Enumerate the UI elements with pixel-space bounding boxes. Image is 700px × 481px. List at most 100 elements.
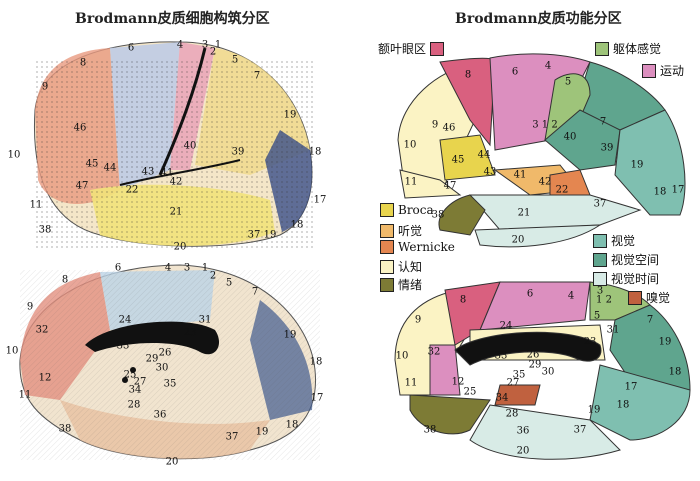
legend-swatch <box>642 63 656 78</box>
area-label-left-lateral: 42 <box>170 177 183 188</box>
area-label-right-medial: 6 <box>527 289 533 300</box>
area-label-right-lateral: 46 <box>443 123 456 134</box>
area-label-right-lateral: 10 <box>404 140 417 151</box>
legend-label: 视觉 <box>611 234 636 248</box>
legend-swatch <box>593 233 607 248</box>
area-label-left-medial: 37 <box>226 432 239 443</box>
area-label-right-medial: 3 <box>597 286 603 297</box>
area-label-left-lateral: 8 <box>80 58 86 69</box>
area-label-left-lateral: 41 <box>161 168 174 179</box>
legend-swatch <box>380 259 394 274</box>
area-label-left-medial: 24 <box>119 315 132 326</box>
legend-swatch <box>593 271 607 286</box>
area-label-left-lateral: 2 <box>210 47 216 58</box>
legend-swatch <box>380 240 394 254</box>
area-label-left-medial: 5 <box>226 278 232 289</box>
legend-label: 运动 <box>660 64 685 78</box>
area-label-left-medial: 9 <box>27 302 33 313</box>
area-label-right-lateral: 45 <box>452 155 465 166</box>
area-label-left-lateral: 44 <box>104 163 117 174</box>
area-label-right-lateral: 17 <box>672 185 685 196</box>
legend-label: 听觉 <box>398 224 423 238</box>
legend-label: 嗅觉 <box>646 291 671 305</box>
left-lateral-brain <box>33 41 315 250</box>
area-label-left-medial: 12 <box>39 373 52 384</box>
area-label-left-medial: 25 <box>124 370 137 381</box>
area-label-right-medial: 7 <box>647 315 653 326</box>
area-label-right-lateral: 19 <box>631 160 644 171</box>
area-label-left-medial: 23 <box>184 328 197 339</box>
area-label-right-medial: 19 <box>588 405 601 416</box>
right-medial-brain <box>394 281 691 460</box>
area-label-left-medial: 32 <box>36 325 49 336</box>
area-label-right-medial: 18 <box>617 400 630 411</box>
area-label-left-lateral: 40 <box>184 141 197 152</box>
area-label-right-medial: 17 <box>625 382 638 393</box>
left-medial-brain <box>19 264 320 460</box>
legend-frontal-eye-field: 额叶眼区 <box>378 40 445 57</box>
legend-swatch <box>628 290 642 305</box>
area-label-right-medial: 9 <box>415 315 421 326</box>
area-label-right-medial: 24 <box>500 321 513 332</box>
area-label-left-lateral: 43 <box>142 167 155 178</box>
area-label-left-medial: 18 <box>286 420 299 431</box>
area-label-left-lateral: 11 <box>30 200 43 211</box>
area-label-right-lateral: 39 <box>601 143 614 154</box>
area-label-right-medial: 19 <box>659 337 672 348</box>
area-label-right-medial: 33 <box>495 351 508 362</box>
area-label-left-lateral: 7 <box>254 71 260 82</box>
area-label-right-medial: 4 <box>568 291 574 302</box>
area-label-left-medial: 19 <box>284 330 297 341</box>
area-label-left-lateral: 47 <box>76 181 89 192</box>
area-label-right-lateral: 22 <box>556 185 569 196</box>
area-label-left-lateral: 1 <box>215 40 221 51</box>
area-label-left-lateral: 38 <box>39 225 52 236</box>
area-label-right-lateral: 7 <box>600 117 606 128</box>
area-label-right-lateral: 11 <box>405 177 418 188</box>
area-label-left-medial: 8 <box>62 275 68 286</box>
area-label-right-medial: 18 <box>669 367 682 378</box>
area-label-right-medial: 31 <box>607 325 620 336</box>
legend-swatch <box>430 41 445 56</box>
area-label-left-lateral: 18 <box>309 147 322 158</box>
area-label-right-medial: 10 <box>396 351 409 362</box>
legend-swatch <box>380 277 394 292</box>
legend-olfactory: 嗅觉 <box>628 289 670 306</box>
area-label-right-medial: 25 <box>464 387 477 398</box>
area-label-left-medial: 4 <box>165 263 171 274</box>
area-label-right-medial: 27 <box>507 378 520 389</box>
area-label-right-lateral: 20 <box>512 235 525 246</box>
right-lateral-brain <box>397 53 686 248</box>
area-label-right-lateral: 41 <box>514 170 527 181</box>
area-label-right-medial: 20 <box>517 446 530 457</box>
legend-somatosensory: 躯体感觉 <box>595 40 661 57</box>
area-label-left-medial: 38 <box>59 424 72 435</box>
area-label-right-medial: 35 <box>513 370 526 381</box>
legend-broca: Broca <box>380 203 434 217</box>
area-label-left-medial: 34 <box>129 385 142 396</box>
area-label-left-medial: 36 <box>154 410 167 421</box>
area-label-left-medial: 20 <box>166 457 179 468</box>
area-label-left-lateral: 17 <box>314 195 327 206</box>
area-label-right-medial: 26 <box>527 350 540 361</box>
area-label-left-medial: 10 <box>6 346 19 357</box>
area-label-left-medial: 28 <box>128 400 141 411</box>
area-label-left-medial: 7 <box>252 287 258 298</box>
area-label-left-medial: 35 <box>164 379 177 390</box>
area-label-left-lateral: 9 <box>42 82 48 93</box>
area-label-right-medial: 32 <box>428 347 441 358</box>
legend-emotion: 情绪 <box>380 276 422 293</box>
area-label-left-medial: 19 <box>256 427 269 438</box>
legend-swatch <box>380 223 394 238</box>
area-label-right-lateral: 21 <box>518 208 531 219</box>
area-label-right-medial: 38 <box>424 425 437 436</box>
area-label-left-lateral: 37 <box>248 230 261 241</box>
area-label-left-lateral: 6 <box>128 43 134 54</box>
area-label-right-medial: 5 <box>594 311 600 322</box>
area-label-left-lateral: 20 <box>174 242 187 253</box>
legend-label: Broca <box>398 203 434 217</box>
area-label-left-medial: 30 <box>156 363 169 374</box>
area-label-right-lateral: 40 <box>564 132 577 143</box>
area-label-right-lateral: 42 <box>539 177 552 188</box>
